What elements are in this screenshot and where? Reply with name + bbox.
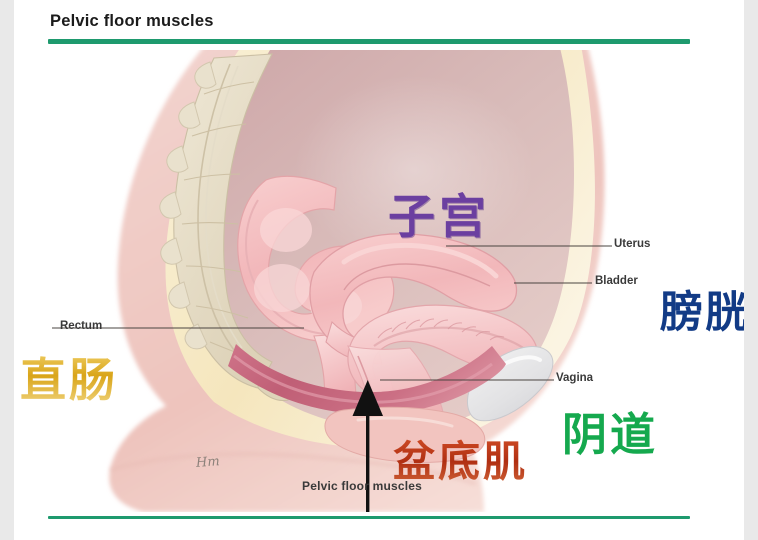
artist-signature: Hm	[195, 454, 221, 471]
annotation-uterus-cn: 子宫	[388, 190, 490, 245]
pelvic-anatomy-illustration	[14, 50, 744, 512]
label-rectum: Rectum	[60, 320, 103, 332]
annotation-vagina-cn: 阴道	[562, 408, 659, 461]
footer-divider	[48, 516, 690, 519]
slide-canvas: Pelvic floor muscles	[14, 0, 744, 540]
label-bladder: Bladder	[595, 275, 638, 287]
leader-lines	[52, 245, 612, 381]
pelvic-floor-arrow	[352, 380, 383, 512]
header-divider	[48, 39, 690, 44]
annotation-rectum-cn: 直肠	[20, 344, 118, 410]
label-pelvic-floor-muscles: Pelvic floor muscles	[302, 479, 423, 493]
sacrum-and-lumbar-spine	[159, 53, 293, 401]
label-uterus: Uterus	[614, 238, 651, 250]
page-title: Pelvic floor muscles	[50, 12, 214, 30]
label-vagina: Vagina	[556, 372, 594, 384]
annotation-bladder-cn: 膀胱	[660, 288, 744, 338]
annotation-pelvic-floor-muscles-cn: 盆底肌	[393, 428, 528, 489]
